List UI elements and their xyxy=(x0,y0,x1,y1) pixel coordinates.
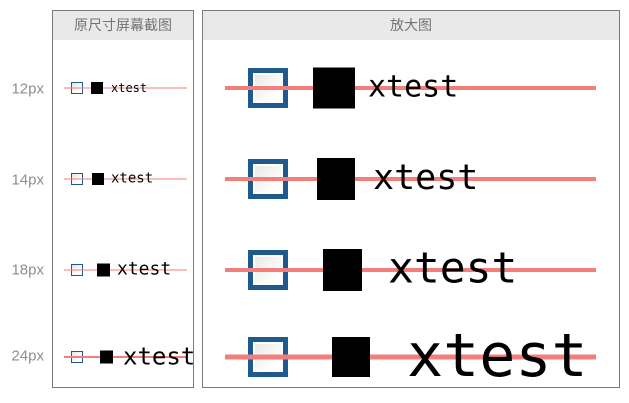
size-label-18px: 18px xyxy=(11,261,44,279)
sample-text: xtest xyxy=(111,170,154,187)
size-label-24px: 24px xyxy=(11,347,44,365)
magnified-panel-title: 放大图 xyxy=(203,11,619,40)
size-label-12px: 12px xyxy=(11,80,44,98)
black-square xyxy=(313,67,355,109)
original-size-panel: 原尺寸屏幕截图 xtest xtest xtest xtest xyxy=(52,10,196,388)
sample-text: xtest xyxy=(111,80,148,95)
strike-line xyxy=(225,86,596,90)
black-square xyxy=(91,82,103,94)
strike-line xyxy=(64,356,187,358)
strike-line xyxy=(64,87,187,89)
strike-line xyxy=(225,268,596,272)
strike-line xyxy=(225,354,596,360)
original-panel-title: 原尺寸屏幕截图 xyxy=(53,11,193,40)
black-square xyxy=(92,173,104,185)
size-label-14px: 14px xyxy=(11,171,44,189)
black-square xyxy=(323,249,362,291)
strike-line xyxy=(225,177,596,181)
black-square xyxy=(317,158,355,200)
sample-text: xtest xyxy=(117,258,172,280)
sample-text: xtest xyxy=(388,243,518,294)
sample-text: xtest xyxy=(123,342,196,371)
sample-text: xtest xyxy=(368,69,459,105)
black-square xyxy=(332,337,370,377)
strike-line xyxy=(64,178,187,180)
sample-text: xtest xyxy=(373,157,479,198)
black-square xyxy=(100,350,113,364)
magnified-panel: 放大图 xtest xtest xtest xtest xyxy=(202,10,620,388)
black-square xyxy=(97,263,110,277)
strike-line xyxy=(64,269,187,271)
sample-text: xtest xyxy=(407,320,588,391)
